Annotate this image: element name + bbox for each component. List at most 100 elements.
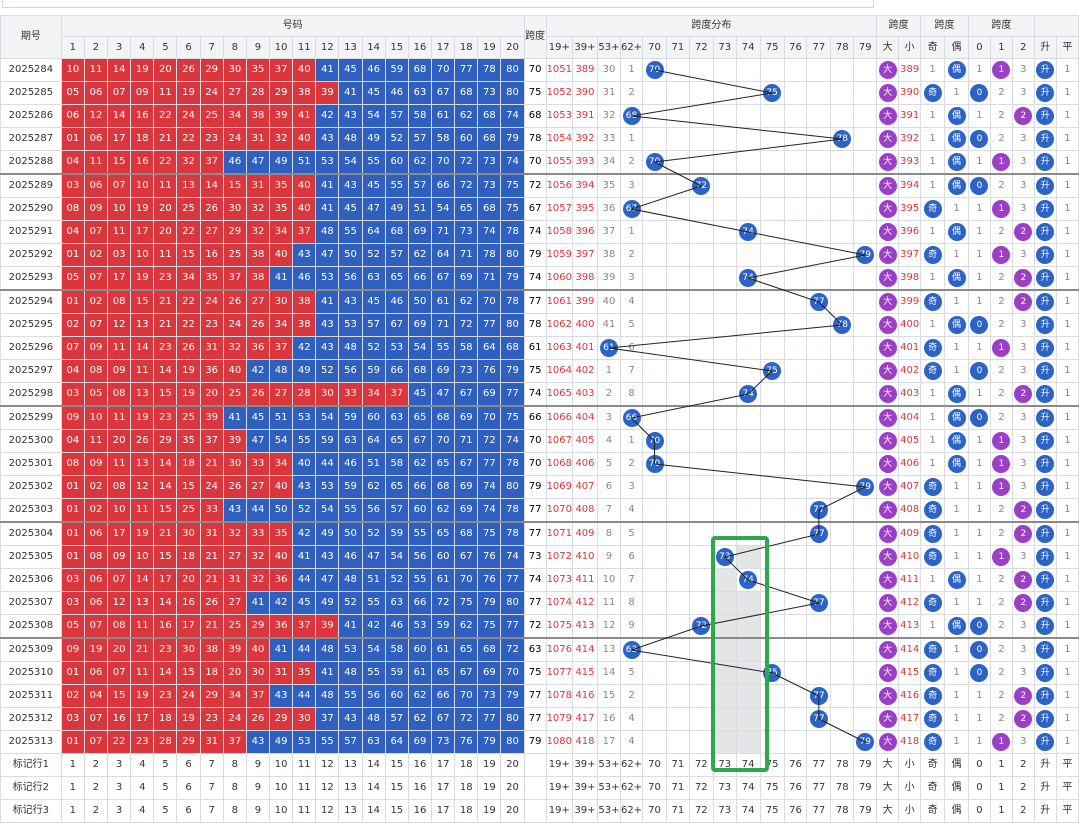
- num-col-header: 8: [222, 36, 247, 59]
- rise-cell: 升: [1033, 452, 1057, 476]
- dist-cell: [712, 197, 737, 221]
- footer-num: 12: [315, 799, 340, 823]
- period-cell: 2025299: [0, 405, 62, 430]
- mod3-badge: 2: [1014, 501, 1033, 519]
- number-cell: 21: [199, 614, 224, 639]
- dist-cell: [665, 289, 690, 314]
- g1-col-header: 小: [898, 36, 922, 59]
- mod3-cell: 3: [1011, 197, 1035, 221]
- number-cell: 79: [500, 127, 525, 151]
- number-cell: 51: [361, 568, 386, 592]
- rise-badge: 升: [1036, 200, 1055, 218]
- number-cell: 52: [315, 359, 340, 383]
- number-cell: 73: [477, 150, 502, 175]
- period-cell: 2025311: [0, 684, 62, 708]
- number-cell: 11: [83, 58, 109, 82]
- number-cell: 59: [315, 429, 340, 453]
- number-cell: 14: [153, 591, 178, 615]
- period-cell: 2025287: [0, 127, 62, 151]
- dist-cell: [665, 104, 690, 128]
- dist-cell: 79: [853, 475, 878, 499]
- dist-cell: [642, 220, 667, 244]
- number-cell: 77: [454, 58, 479, 82]
- big-cell: 大: [876, 591, 900, 615]
- number-cell: 19: [83, 637, 109, 662]
- group4-header: [1033, 15, 1079, 37]
- number-cell: 45: [407, 382, 433, 407]
- number-cell: 10: [107, 498, 132, 523]
- dist-cell: 5: [619, 661, 644, 685]
- highlight-box: [711, 536, 769, 772]
- mod3-cell: 1: [967, 707, 991, 731]
- period-cell: 2025312: [0, 707, 62, 731]
- mod3-cell: 0: [967, 637, 991, 662]
- dist-cell: [830, 545, 855, 569]
- footer-dist: 62+: [619, 753, 644, 777]
- number-cell: 53: [315, 475, 340, 499]
- number-cell: 62: [407, 150, 433, 175]
- dist-cell: [665, 452, 690, 476]
- big-badge: 大: [878, 385, 897, 403]
- rise-badge: 升: [1036, 84, 1055, 102]
- number-cell: 52: [361, 243, 386, 267]
- rise-badge: 升: [1036, 153, 1055, 171]
- span-cell: 66: [523, 405, 547, 430]
- small-cell: 408: [898, 498, 922, 523]
- number-cell: 04: [60, 150, 85, 175]
- number-cell: 51: [361, 452, 386, 476]
- mod3-cell: 3: [1011, 405, 1035, 430]
- dist-cell: [665, 684, 690, 708]
- dist-cell: [642, 197, 667, 221]
- number-cell: 66: [431, 684, 456, 708]
- dist-cell: [830, 81, 855, 105]
- number-cell: 50: [407, 289, 433, 314]
- dist-cell: [783, 545, 808, 569]
- even-cell: 1: [944, 243, 969, 267]
- rise-badge: 升: [1036, 455, 1055, 473]
- big-badge: 大: [878, 153, 897, 171]
- flat-cell: 1: [1055, 220, 1079, 244]
- number-cell: 34: [269, 220, 294, 244]
- footer-g3: 1: [989, 753, 1013, 777]
- num-col-header: 14: [361, 36, 386, 59]
- number-cell: 44: [245, 498, 271, 523]
- big-badge: 大: [878, 455, 897, 473]
- dist-cell: 37: [596, 220, 621, 244]
- number-cell: 24: [199, 81, 224, 105]
- number-cell: 67: [431, 266, 456, 291]
- number-cell: 43: [315, 127, 340, 151]
- number-cell: 63: [361, 730, 386, 754]
- dist-cell: [806, 313, 832, 337]
